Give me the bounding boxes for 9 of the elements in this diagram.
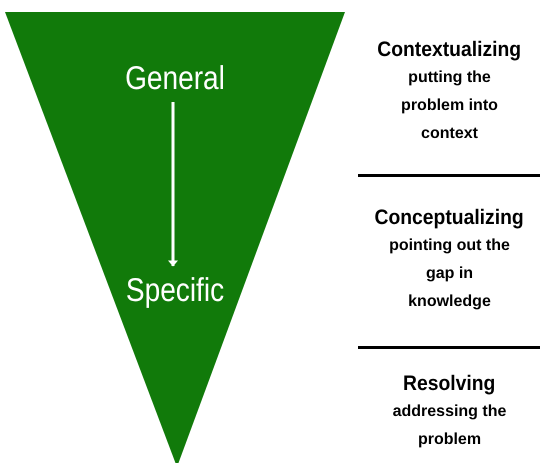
section-description: addressing the problem — [392, 402, 508, 450]
stage-label: General — [30, 58, 320, 98]
section-heading: Conceptualizing — [374, 205, 524, 231]
arrow — [168, 102, 178, 266]
section-description: pointing out the gap in knowledge — [388, 236, 511, 312]
section-description: putting the problem into context — [400, 68, 499, 144]
stage-label: Specific — [30, 270, 320, 310]
section-heading: Resolving — [403, 371, 496, 397]
section-heading: Contextualizing — [378, 37, 522, 63]
